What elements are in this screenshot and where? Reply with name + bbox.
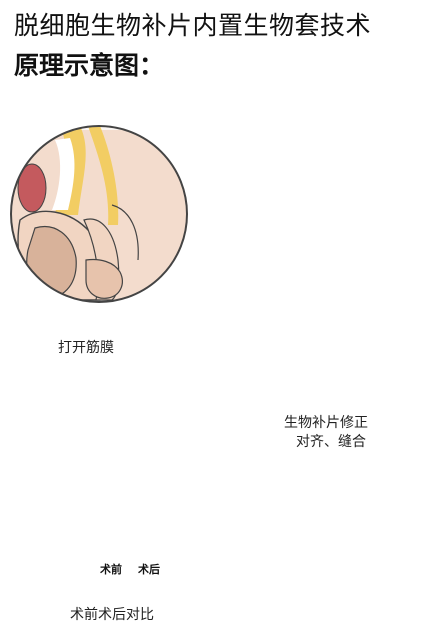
step2-caption-line2: 对齐、缝合 — [296, 434, 366, 450]
page-subtitle: 原理示意图： — [14, 51, 165, 80]
step3-caption: 术前术后对比 — [70, 607, 154, 623]
step1-circle — [10, 125, 188, 303]
after-label: 术后 — [138, 563, 160, 576]
step2-caption-line1: 生物补片修正 — [284, 415, 368, 431]
step1-caption: 打开筋膜 — [58, 340, 114, 356]
page-title: 脱细胞生物补片内置生物套技术 — [14, 11, 372, 40]
before-label: 术前 — [100, 563, 122, 576]
